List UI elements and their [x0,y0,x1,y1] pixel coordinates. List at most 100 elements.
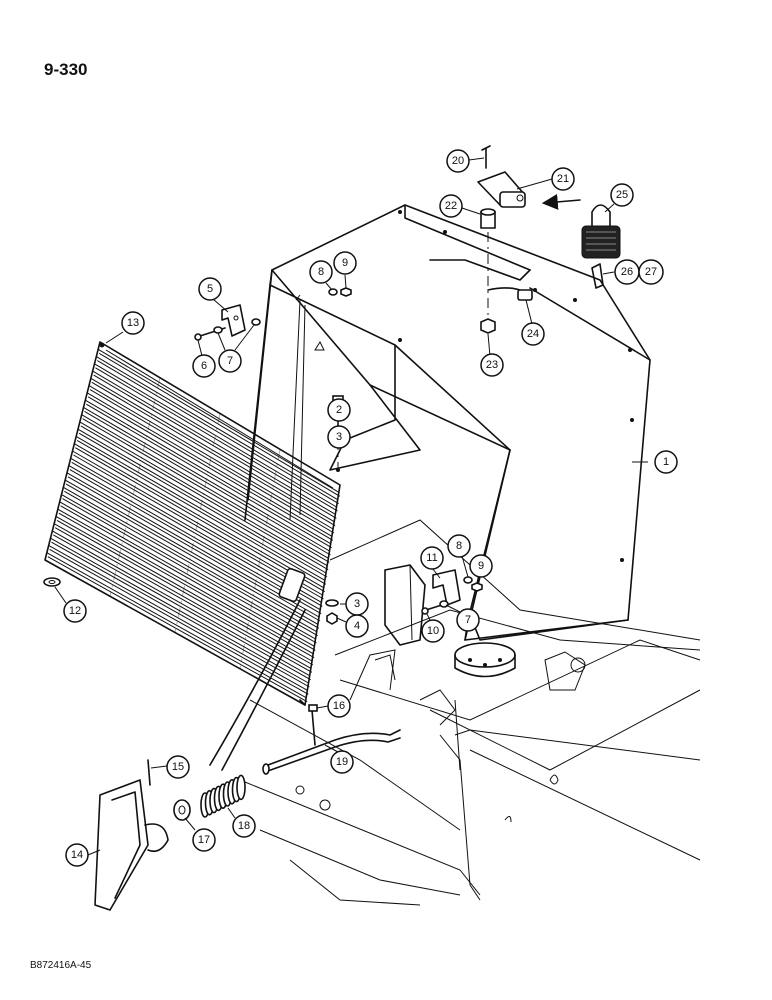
grille-slat [96,356,339,505]
svg-text:8: 8 [456,540,462,552]
spring-coil [236,774,246,801]
grille-slat [92,370,337,519]
callout-balloon: 7 [445,604,480,632]
callout-balloon: 2 [327,398,351,422]
hinge-bracket-upper [194,304,261,341]
engine-hood-cover [244,204,651,641]
callout-balloon: 9 [469,554,493,583]
latch-assembly [477,145,581,334]
svg-text:17: 17 [198,834,210,846]
grille-slat [50,537,310,688]
svg-text:4: 4 [354,620,360,632]
svg-text:26: 26 [621,266,633,278]
grille-slat [88,385,335,534]
callout-balloon: 20 [446,149,485,173]
svg-text:27: 27 [645,266,657,278]
washer-nut-lower [325,599,339,625]
callout-balloon: 19 [324,744,354,774]
svg-text:7: 7 [227,355,233,367]
grille-slat [75,436,327,585]
callout-balloon: 26 27 [602,259,664,285]
grille-slat [90,377,336,527]
grille-slat [77,428,328,578]
svg-text:2: 2 [336,404,342,416]
callout-balloon: 24 [521,299,545,346]
grille-rib [174,413,221,633]
svg-text:14: 14 [71,849,83,861]
grille-slat [59,501,316,651]
callout-balloon: 4 [336,614,369,638]
grille-slat [70,457,323,607]
grille-slat [86,392,334,541]
grille-slat [48,545,309,695]
grille-slat [94,363,338,512]
machine-frame [239,519,701,906]
callout-balloon: 13 [105,311,145,344]
svg-text:9: 9 [478,560,484,572]
svg-text:5: 5 [207,283,213,295]
callout-balloon: 1 [632,450,678,474]
callout-balloon: 21 [516,167,575,191]
grille-slat [64,479,320,629]
washer-12 [43,577,61,587]
latch-cable [209,599,301,766]
svg-text:6: 6 [201,360,207,372]
callout-balloon: 3 [327,425,351,449]
grille-slat [63,486,318,637]
drawing-reference-number: B872416A-45 [30,960,92,971]
callout-balloon: 8 [309,260,333,291]
grille-slat [83,406,331,556]
grille-slat [52,530,311,681]
nut-washer-upper [328,287,352,297]
padlock [581,204,621,289]
callout-balloon: 22 [439,194,481,218]
callout-balloon: 14 [65,843,101,867]
svg-text:12: 12 [69,605,81,617]
svg-text:24: 24 [527,328,539,340]
page-number: 9-330 [44,60,88,79]
grille-slat [74,443,325,593]
grille-slat [81,414,330,563]
grille-slat [68,465,322,615]
callout-balloon: 3 [340,592,369,616]
pivot-mount [384,564,516,678]
spring-and-washer [173,774,246,821]
callout-balloon: 9 [333,251,357,289]
svg-text:7: 7 [465,614,471,626]
grille-rib [109,377,161,597]
callout-balloon: 16 [316,694,351,718]
svg-text:3: 3 [354,598,360,610]
grille-slat [85,399,332,549]
grille [44,341,341,706]
grille-slat [61,494,317,644]
svg-text:11: 11 [426,552,437,564]
callout-balloon: 25 [604,183,634,213]
callout-balloon: 15 [150,755,190,779]
svg-text:19: 19 [336,756,348,768]
callout-balloon: 18 [227,807,256,838]
callout-balloon: 5 [198,277,229,313]
svg-text:22: 22 [445,200,457,212]
svg-text:16: 16 [333,700,345,712]
callout-balloon: 12 [54,586,87,623]
grille-slat [55,515,314,666]
callout-balloon: 17 [184,817,216,852]
svg-text:15: 15 [172,761,184,773]
callout-balloon: 7 [217,324,255,373]
svg-text:21: 21 [557,173,569,185]
svg-text:23: 23 [486,359,498,371]
svg-text:13: 13 [127,317,139,329]
callout-balloon: 23 [480,333,504,377]
callout-balloon: 11 [420,546,444,579]
svg-text:1: 1 [663,456,669,468]
svg-text:25: 25 [616,189,628,201]
svg-text:8: 8 [318,266,324,278]
grille-slat [66,472,321,622]
grille-slat [53,523,313,673]
grille-slat [97,348,341,497]
callout-balloon: 6 [192,339,216,378]
svg-text:18: 18 [238,820,250,832]
svg-text:3: 3 [336,431,342,443]
grille-slat [72,450,324,600]
